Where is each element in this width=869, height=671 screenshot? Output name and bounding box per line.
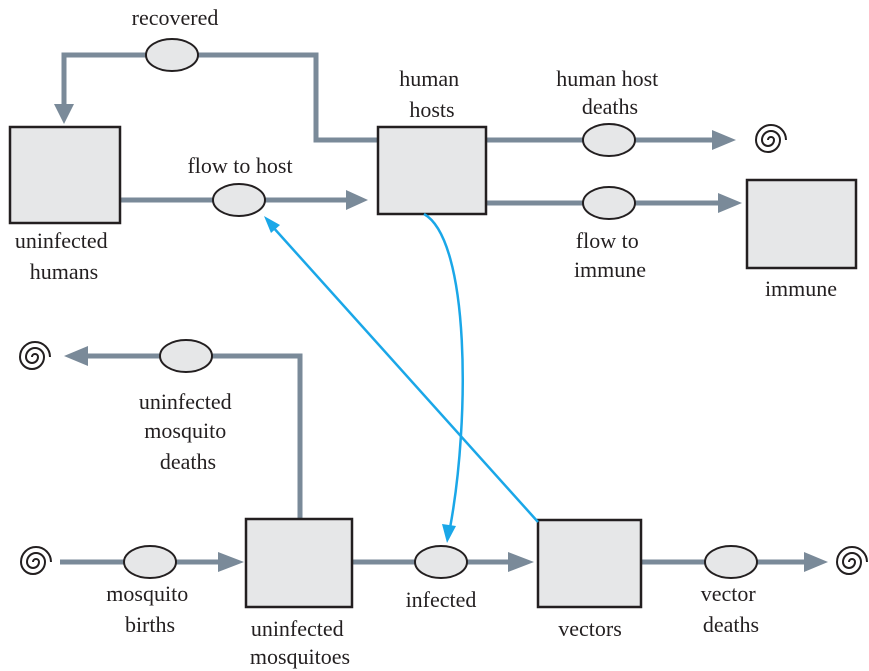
- cloud-spiral-icon: [19, 341, 51, 370]
- valve-infected: [414, 545, 468, 579]
- vector-deaths-arrowhead: [804, 552, 828, 572]
- valve-vector-deaths: [704, 545, 758, 579]
- recovered-pipe: [61, 52, 378, 143]
- label-vector-deaths: vector deaths: [701, 581, 761, 637]
- valve-flow-to-host: [212, 183, 266, 217]
- human-host-deaths-arrowhead: [712, 130, 736, 150]
- label-uninfected-humans: uninfected humans: [15, 228, 113, 284]
- link-hosts-to-infected-arrowhead: [442, 524, 456, 543]
- valve-recovered: [145, 38, 199, 72]
- label-flow-to-host: flow to host: [187, 153, 292, 178]
- label-mosquito-births: mosquito births: [106, 581, 193, 637]
- valve-human-host-deaths: [582, 123, 636, 157]
- stock-human-hosts: [376, 125, 488, 216]
- label-human-host-deaths: human host deaths: [556, 66, 664, 119]
- label-flow-to-immune: flow to immune: [574, 228, 646, 282]
- link-hosts-to-infected: [423, 212, 464, 529]
- label-uninfected-mosquitoes: uninfected mosquitoes: [250, 616, 350, 669]
- uninfected-mosquito-deaths-arrowhead: [64, 346, 88, 366]
- label-immune: immune: [765, 276, 837, 301]
- stock-uninfected-mosquitoes: [244, 517, 354, 609]
- flow-to-host-arrowhead: [346, 190, 368, 210]
- link-vectors-to-flow-to-host: [271, 225, 539, 523]
- label-infected: infected: [406, 587, 477, 612]
- stock-immune: [745, 178, 858, 270]
- cloud-spiral-icon: [20, 546, 52, 575]
- stock-vectors: [536, 518, 643, 609]
- flow-to-immune-arrowhead: [718, 193, 742, 213]
- recovered-arrowhead: [54, 104, 74, 124]
- valve-uninfected-mosquito-deaths: [159, 339, 213, 373]
- label-vectors: vectors: [558, 616, 622, 641]
- cloud-spiral-icon: [836, 546, 868, 575]
- mosquito-births-arrowhead: [218, 552, 244, 572]
- valve-mosquito-births: [123, 545, 177, 579]
- valve-flow-to-immune: [582, 186, 636, 220]
- infected-arrowhead: [508, 552, 534, 572]
- uninfected-mosquito-deaths-pipe: [84, 353, 303, 520]
- link-vectors-to-flow-to-host-arrowhead: [264, 216, 280, 233]
- stock-uninfected-humans: [8, 125, 122, 225]
- cloud-spiral-icon: [755, 124, 787, 153]
- label-recovered: recovered: [132, 5, 219, 30]
- label-human-hosts: human hosts: [399, 66, 464, 122]
- label-uninfected-mosquito-deaths: uninfected mosquito deaths: [139, 389, 237, 474]
